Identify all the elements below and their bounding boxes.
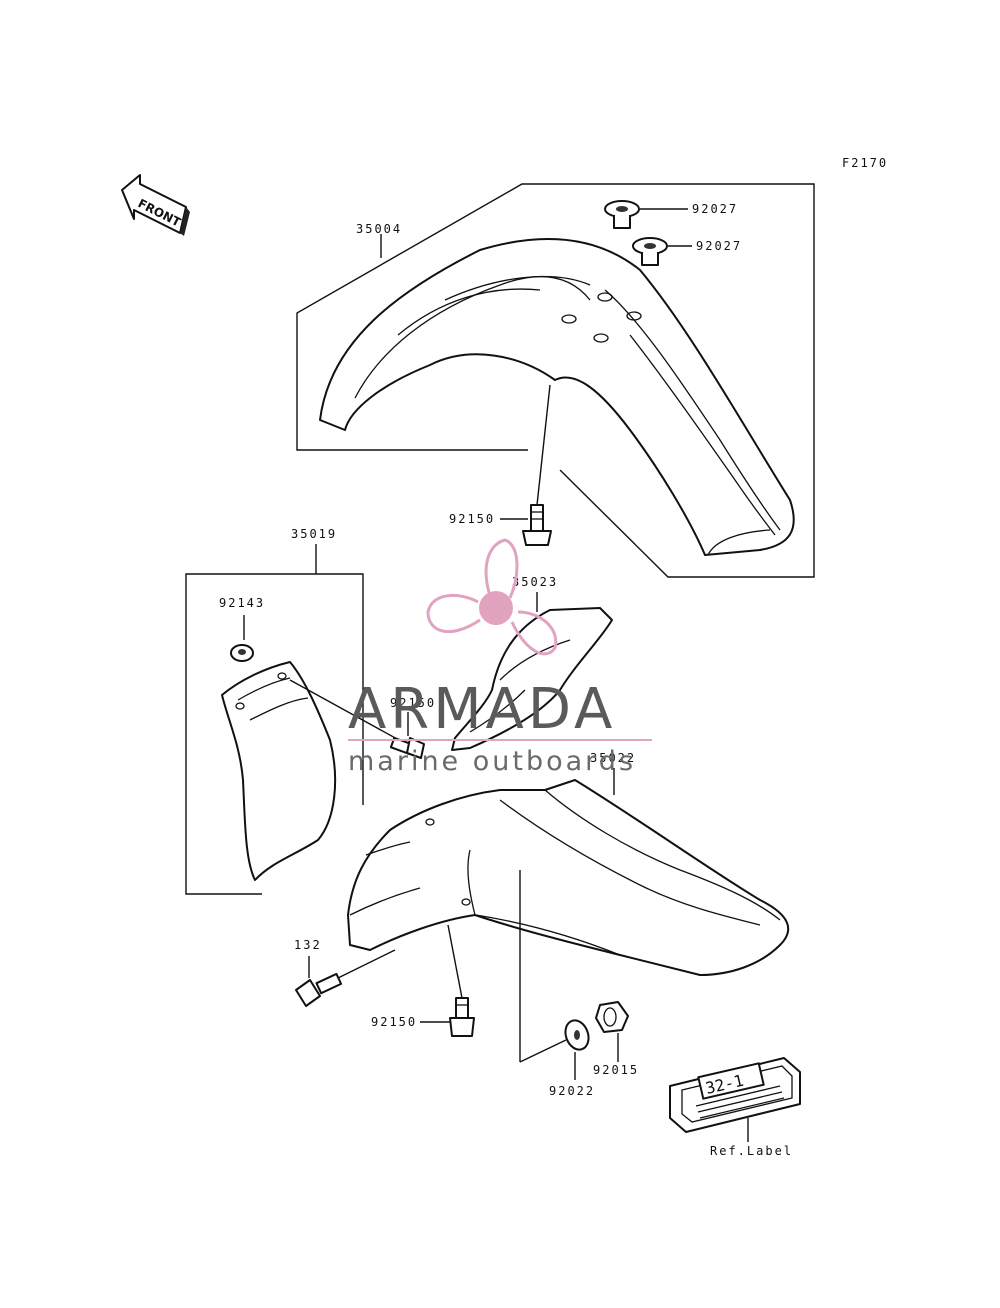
bolt-icon: [295, 972, 343, 1007]
part-label-92143: 92143: [219, 596, 265, 610]
bolt-icon: [389, 736, 425, 759]
mud-flap-group: 35023: [451, 575, 613, 751]
armada-watermark: ARMADA marine outboards: [348, 538, 652, 777]
collar-icon: [595, 1001, 629, 1033]
rear-fender: [347, 779, 790, 976]
side-cover-box: [185, 573, 364, 895]
part-label-35023: 35023: [512, 575, 558, 589]
mud-flap: [451, 607, 613, 751]
front-arrow-icon: FRONT: [121, 174, 190, 236]
part-label-92150-rear: 92150: [371, 1015, 417, 1029]
front-fender-group: 35004 92027 92027 92150: [296, 183, 815, 578]
part-label-35019: 35019: [291, 527, 337, 541]
part-label-92015: 92015: [593, 1063, 639, 1077]
side-cover: [221, 661, 337, 881]
washer-icon: [564, 1019, 590, 1051]
watermark-tagline: marine outboards: [348, 746, 636, 777]
part-label-35022: 35022: [590, 751, 636, 765]
figure-code: F2170: [842, 156, 888, 170]
part-label-35004: 35004: [356, 222, 402, 236]
rear-fender-group: 35022 132 92150: [294, 751, 790, 1098]
bolt-icon: [449, 997, 475, 1037]
ref-label-group: 32-1 Ref.Label: [669, 1057, 801, 1158]
grommet-icon: [230, 644, 254, 662]
cap-icon: [604, 200, 640, 229]
bolt-icon: [522, 504, 552, 546]
side-cover-group: 35019 92143 92150: [185, 527, 436, 895]
front-fender-box: [296, 183, 815, 578]
ref-label-plate: [669, 1057, 801, 1133]
part-label-132: 132: [294, 938, 322, 952]
part-label-92150-front: 92150: [449, 512, 495, 526]
cap-icon: [632, 237, 668, 266]
part-label-92150-side: 92150: [390, 696, 436, 710]
ref-label-caption: Ref.Label: [710, 1144, 793, 1158]
watermark-brand: ARMADA: [348, 677, 616, 742]
front-fender: [319, 237, 795, 556]
part-label-92027-a: 92027: [692, 202, 738, 216]
part-label-92027-b: 92027: [696, 239, 742, 253]
propeller-logo-icon: [426, 538, 558, 656]
part-label-92022: 92022: [549, 1084, 595, 1098]
